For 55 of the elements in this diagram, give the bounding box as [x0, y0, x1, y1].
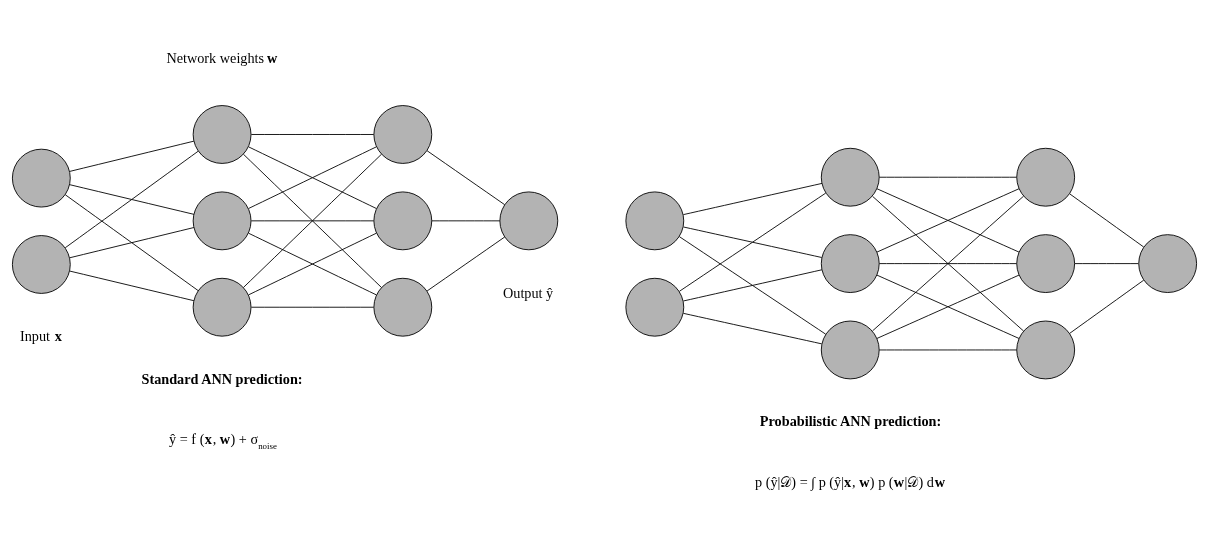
- connector: [1069, 192, 1145, 247]
- node-circle: [373, 190, 433, 250]
- node-circle: [1016, 320, 1076, 379]
- node-circle: [499, 190, 559, 250]
- connector: [683, 268, 823, 301]
- connector: [248, 145, 377, 209]
- label: Standard ANN prediction:: [141, 370, 303, 387]
- connector: [683, 226, 823, 258]
- connector: [250, 133, 375, 135]
- connector: [683, 312, 823, 344]
- connector: [679, 192, 827, 292]
- node-circle: [192, 277, 252, 337]
- label: Probabilistic ANN prediction:: [759, 412, 942, 429]
- connector: [69, 183, 195, 215]
- connector: [876, 274, 1020, 339]
- connector: [250, 219, 375, 221]
- connector: [426, 149, 506, 205]
- node-circle: [192, 104, 252, 164]
- node-circle: [11, 234, 71, 294]
- node-circle: [820, 320, 880, 379]
- connector: [878, 262, 1018, 264]
- node-label: Input x: [19, 327, 62, 344]
- node-circle: [625, 190, 685, 250]
- label: ŷ = f (x, w) + σ$_{noise}$: [169, 430, 277, 451]
- label: p (ŷ|𝒟) = ∫ p (ŷ|x, w) p (w|𝒟) dw: [754, 473, 946, 490]
- connector: [878, 349, 1018, 350]
- node-circle: [1016, 233, 1076, 293]
- node-circle: [1138, 233, 1198, 293]
- node-label: Output ŷ: [503, 284, 554, 301]
- connector: [683, 182, 823, 215]
- connector: [64, 150, 199, 248]
- node-circle: [625, 277, 685, 337]
- connector: [872, 195, 1024, 331]
- node-circle: [373, 277, 433, 337]
- connector: [69, 226, 195, 258]
- node-circle: [1016, 147, 1076, 207]
- connector: [878, 176, 1018, 178]
- connector: [1074, 262, 1139, 264]
- connector: [876, 187, 1020, 253]
- node-circle: [820, 147, 880, 207]
- connector: [248, 232, 377, 295]
- node-circle: [820, 233, 880, 293]
- node-circle: [373, 104, 433, 164]
- connector: [1069, 279, 1145, 334]
- node-circle: [11, 148, 71, 207]
- label: Network weights w: [166, 49, 278, 66]
- connector: [69, 140, 195, 172]
- connector: [426, 236, 506, 291]
- connector: [250, 306, 375, 308]
- connector: [243, 153, 382, 288]
- connector: [64, 193, 199, 291]
- connector: [431, 219, 501, 221]
- connector: [679, 235, 827, 335]
- connector: [69, 270, 195, 301]
- node-circle: [192, 190, 252, 250]
